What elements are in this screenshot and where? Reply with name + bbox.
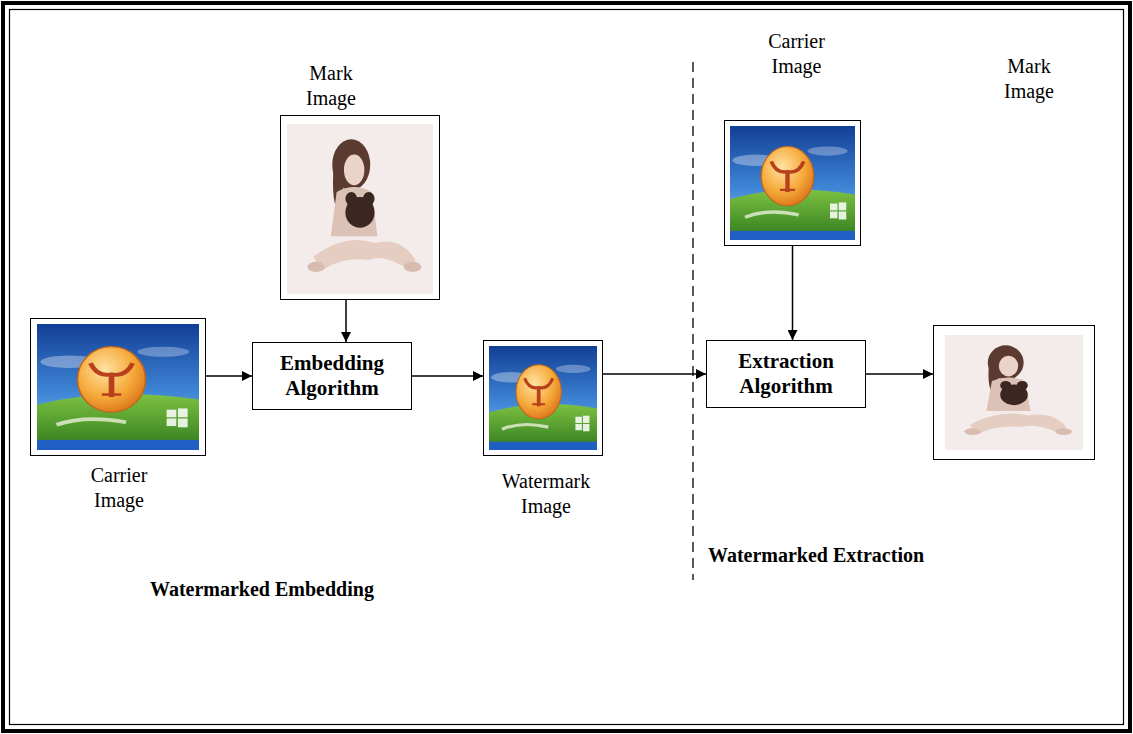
carrier-picture	[37, 324, 199, 450]
flow-arrow	[412, 375, 483, 377]
flow-arrow	[792, 246, 794, 340]
mark-image-box: Mark Image	[280, 115, 440, 300]
section-title: Watermarked Extraction	[708, 543, 924, 567]
section-title: Watermarked Embedding	[150, 577, 374, 601]
mark-picture	[287, 124, 433, 294]
watermarked-picture	[489, 346, 597, 450]
process-label: Embedding Algorithm	[261, 351, 403, 401]
image-caption: Mark Image	[994, 54, 1064, 104]
flow-arrow	[866, 373, 933, 375]
mark-picture	[945, 335, 1083, 450]
flow-arrow	[603, 373, 706, 375]
divider-line	[692, 62, 693, 580]
mark-image-box: Mark Image	[933, 325, 1095, 460]
image-caption: Carrier Image	[74, 463, 164, 513]
image-caption: Mark Image	[296, 61, 366, 111]
inner-frame	[10, 10, 1124, 725]
process-box: Embedding Algorithm	[252, 342, 412, 410]
carrier-image-box: Carrier Image	[30, 318, 206, 456]
image-caption: Carrier Image	[752, 29, 842, 79]
outer-frame	[3, 3, 1130, 731]
watermark-image-box: Watermark Image	[483, 340, 603, 456]
flow-arrow	[345, 300, 347, 342]
image-caption: Watermark Image	[491, 469, 601, 519]
process-label: Extraction Algorithm	[715, 349, 857, 399]
carrier-image-box: Carrier Image	[724, 120, 861, 246]
carrier-picture	[730, 126, 855, 240]
flow-arrow	[206, 375, 252, 377]
process-box: Extraction Algorithm	[706, 340, 866, 408]
